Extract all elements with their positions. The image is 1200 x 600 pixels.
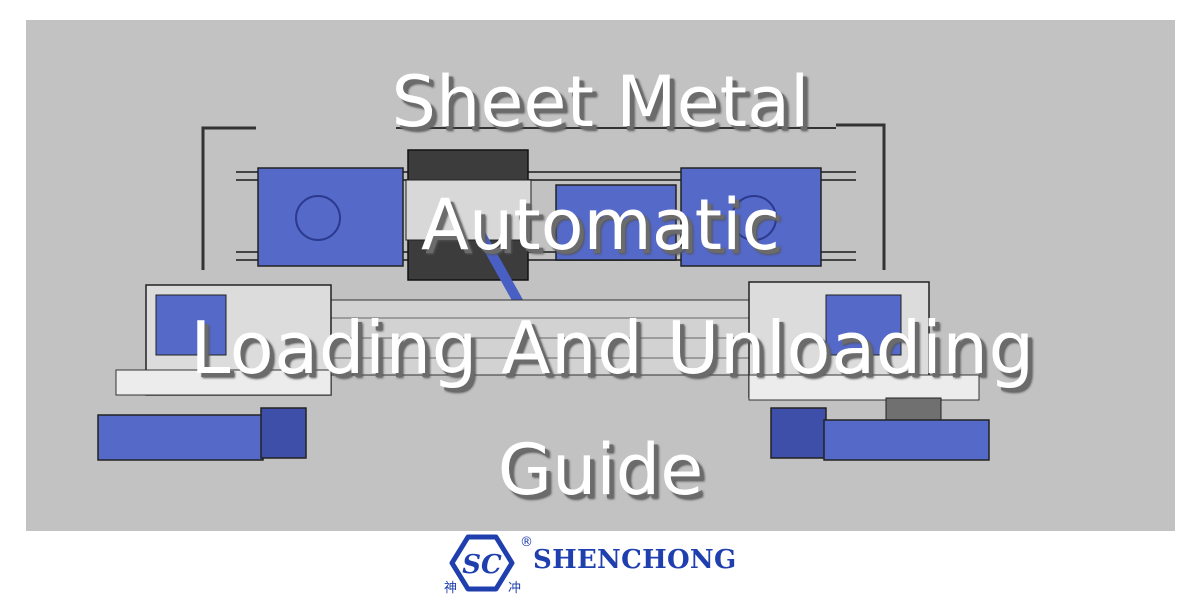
title-line-4: Guide bbox=[497, 429, 704, 511]
sc-hexagon-icon: SC bbox=[449, 534, 515, 592]
title-line-3: Loading And Unloading bbox=[190, 306, 1035, 390]
title-line-2: Automatic bbox=[421, 184, 780, 266]
registered-mark: ® bbox=[520, 535, 533, 550]
machine-layout-illustration bbox=[97, 123, 990, 461]
logo-chinese-char-left: 神 bbox=[444, 581, 458, 596]
logo-monogram: SC bbox=[462, 550, 502, 580]
logo-chinese-char-right: 冲 bbox=[508, 581, 522, 596]
brand-name: SHENCHONG bbox=[533, 545, 737, 575]
title-line-1: Sheet Metal bbox=[391, 61, 810, 143]
hero-banner: Sheet Metal Automatic Loading And Unload… bbox=[26, 20, 1175, 531]
brand-logo: SC ® 神 冲 SHENCHONG bbox=[440, 533, 780, 597]
